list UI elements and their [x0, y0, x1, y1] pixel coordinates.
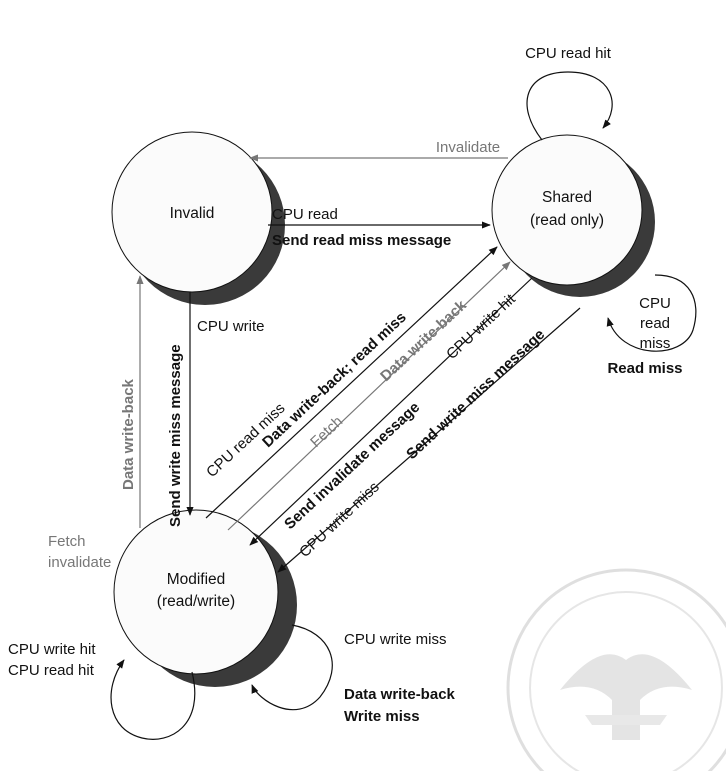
state-shared-sublabel: (read only)	[530, 212, 604, 229]
label-invalidate: Invalidate	[436, 139, 500, 156]
label-send-write-miss-vertical: Send write miss message	[167, 344, 184, 527]
label-write-miss: Write miss	[344, 708, 420, 725]
arrow-modified-to-shared-fetch	[227, 261, 511, 531]
label-mod-data-write-back: Data write-back	[344, 686, 456, 703]
state-modified-sublabel: (read/write)	[157, 593, 235, 610]
university-seal-watermark	[506, 568, 726, 771]
label-shared-miss-2: read	[640, 315, 670, 332]
arrow-shared-to-modified-write-hit	[249, 277, 533, 546]
label-data-write-back-vertical: Data write-back	[120, 378, 137, 490]
label-cpu-write-miss-diagonal: CPU write miss	[296, 479, 383, 561]
arrow-modified-to-shared-read-miss	[205, 246, 498, 519]
arrow-shared-read-hit-loop	[526, 71, 613, 141]
arrow-shared-to-modified-write-miss	[277, 307, 581, 573]
label-send-read-miss: Send read miss message	[272, 232, 451, 249]
label-cpu-read-hit-loop: CPU read hit	[8, 662, 95, 679]
label-fetch: Fetch	[48, 533, 86, 550]
label-cpu-read-hit: CPU read hit	[525, 45, 612, 62]
label-cpu-write: CPU write	[197, 318, 265, 335]
state-invalid: Invalid	[111, 131, 273, 293]
state-modified-label: Modified	[167, 571, 226, 588]
state-shared: Shared (read only)	[491, 134, 643, 286]
arrow-shared-read-miss-loop	[606, 274, 697, 352]
arrow-modified-hits-loop	[110, 659, 196, 740]
state-modified: Modified (read/write)	[113, 509, 279, 675]
label-cpu-write-hit-loop: CPU write hit	[8, 641, 96, 658]
state-shared-label: Shared	[542, 189, 592, 206]
label-cpu-read: CPU read	[272, 206, 338, 223]
transitions	[110, 71, 697, 740]
state-invalid-label: Invalid	[170, 205, 215, 222]
label-invalidate-2: invalidate	[48, 554, 111, 571]
label-read-miss: Read miss	[607, 360, 682, 377]
label-shared-miss-3: miss	[640, 335, 671, 352]
arrow-modified-write-miss-loop	[251, 624, 333, 711]
label-shared-miss-1: CPU	[639, 295, 671, 312]
label-cpu-write-miss: CPU write miss	[344, 631, 447, 648]
